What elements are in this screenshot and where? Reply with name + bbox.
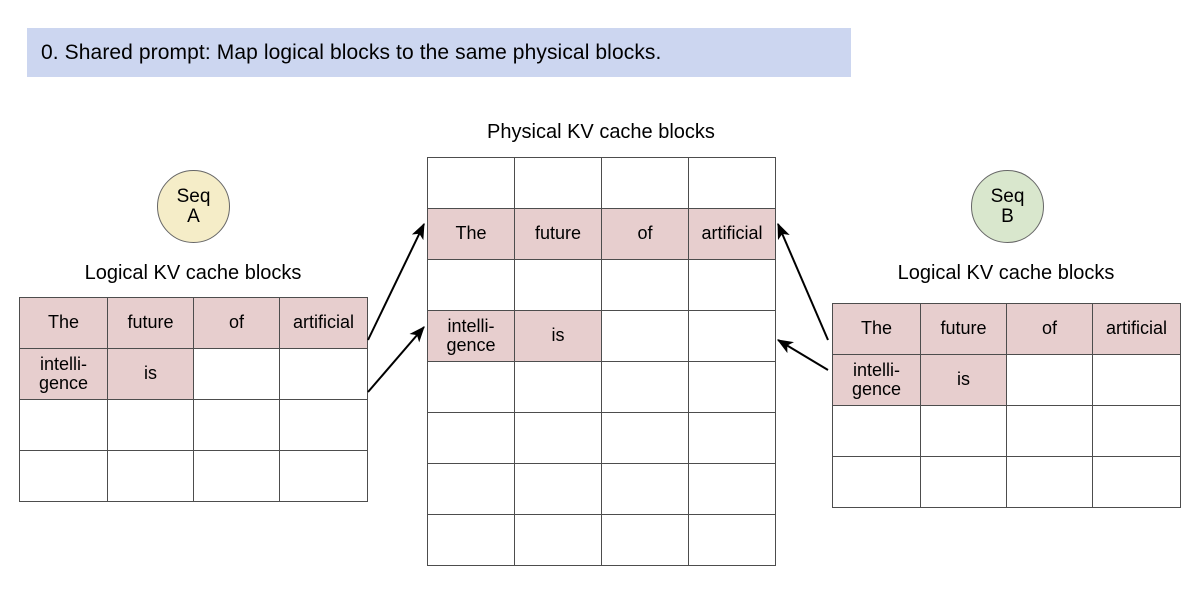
kv-block-cell (193, 399, 280, 451)
kv-block-cell (514, 157, 602, 209)
kv-block-cell (688, 514, 776, 566)
kv-block-cell (601, 310, 689, 362)
kv-block-cell: of (601, 208, 689, 260)
kv-block-cell: of (1006, 303, 1093, 355)
kv-block-cell (688, 157, 776, 209)
kv-block-cell: intelli-gence (19, 348, 108, 400)
kv-block-cell (193, 348, 280, 400)
block-row (427, 361, 776, 413)
seq-b-badge-line2: B (1001, 205, 1014, 227)
kv-block-cell: is (514, 310, 602, 362)
arrow-seq-b-block1-to-physical-row4 (776, 339, 829, 371)
kv-block-cell: The (19, 297, 108, 349)
kv-block-cell (601, 412, 689, 464)
kv-block-cell (1006, 354, 1093, 406)
kv-block-cell (688, 310, 776, 362)
block-row (427, 259, 776, 311)
kv-block-cell: artificial (279, 297, 368, 349)
kv-block-cell: future (514, 208, 602, 260)
block-row (427, 412, 776, 464)
kv-block-cell (514, 361, 602, 413)
kv-block-cell (19, 450, 108, 502)
kv-block-cell: future (107, 297, 194, 349)
kv-block-cell (427, 412, 515, 464)
physical-blocks-caption: Physical KV cache blocks (487, 121, 715, 143)
kv-block-cell (107, 399, 194, 451)
kv-block-cell (514, 514, 602, 566)
kv-block-cell: The (832, 303, 921, 355)
kv-block-cell: artificial (688, 208, 776, 260)
kv-block-cell (427, 514, 515, 566)
kv-block-cell (601, 259, 689, 311)
kv-block-cell (1092, 405, 1181, 457)
kv-block-cell: is (920, 354, 1007, 406)
seq-b-badge-line1: Seq (990, 185, 1025, 207)
kv-block-cell: future (920, 303, 1007, 355)
kv-block-cell (688, 412, 776, 464)
kv-block-cell: of (193, 297, 280, 349)
arrow-seq-a-block0-to-physical-row2 (367, 222, 425, 341)
kv-block-cell (688, 259, 776, 311)
kv-block-cell (107, 450, 194, 502)
kv-block-cell: intelli-gence (832, 354, 921, 406)
kv-block-cell (601, 361, 689, 413)
kv-block-cell (514, 463, 602, 515)
kv-block-cell (1092, 456, 1181, 508)
kv-block-cell (920, 405, 1007, 457)
kv-block-cell (832, 405, 921, 457)
kv-block-cell: intelli-gence (427, 310, 515, 362)
block-row (19, 450, 368, 502)
kv-block-cell (279, 450, 368, 502)
logical-blocks-caption-b: Logical KV cache blocks (897, 262, 1115, 284)
shared-prompt-text: 0. Shared prompt: Map logical blocks to … (41, 40, 662, 64)
kv-block-cell (1006, 405, 1093, 457)
block-row (832, 456, 1181, 508)
kv-block-cell (427, 157, 515, 209)
seq-a-badge-line2: A (187, 205, 200, 227)
kv-block-cell (601, 514, 689, 566)
kv-block-cell: artificial (1092, 303, 1181, 355)
kv-block-cell (19, 399, 108, 451)
block-row (427, 157, 776, 209)
kv-block-cell (688, 361, 776, 413)
block-row (427, 463, 776, 515)
arrow-seq-a-block1-to-physical-row4 (367, 326, 425, 393)
kv-block-cell (832, 456, 921, 508)
kv-block-cell (688, 463, 776, 515)
block-row (427, 514, 776, 566)
kv-block-cell (427, 259, 515, 311)
kv-block-cell (514, 412, 602, 464)
seq-b-badge: Seq B (971, 170, 1044, 243)
block-row (19, 399, 368, 451)
seq-a-badge: Seq A (157, 170, 230, 243)
kv-block-cell (1006, 456, 1093, 508)
kv-block-cell: The (427, 208, 515, 260)
kv-block-cell (427, 463, 515, 515)
kv-block-cell (920, 456, 1007, 508)
kv-block-cell: is (107, 348, 194, 400)
kv-block-cell (279, 399, 368, 451)
kv-block-cell (193, 450, 280, 502)
arrow-seq-b-block0-to-physical-row2 (777, 222, 829, 341)
seq-a-badge-line1: Seq (176, 185, 211, 207)
kv-block-cell (514, 259, 602, 311)
kv-block-cell (279, 348, 368, 400)
kv-block-cell (601, 157, 689, 209)
logical-blocks-caption-a: Logical KV cache blocks (84, 262, 302, 284)
kv-block-cell (1092, 354, 1181, 406)
kv-block-cell (427, 361, 515, 413)
block-row (832, 405, 1181, 457)
kv-block-cell (601, 463, 689, 515)
shared-prompt-banner: 0. Shared prompt: Map logical blocks to … (27, 28, 851, 77)
